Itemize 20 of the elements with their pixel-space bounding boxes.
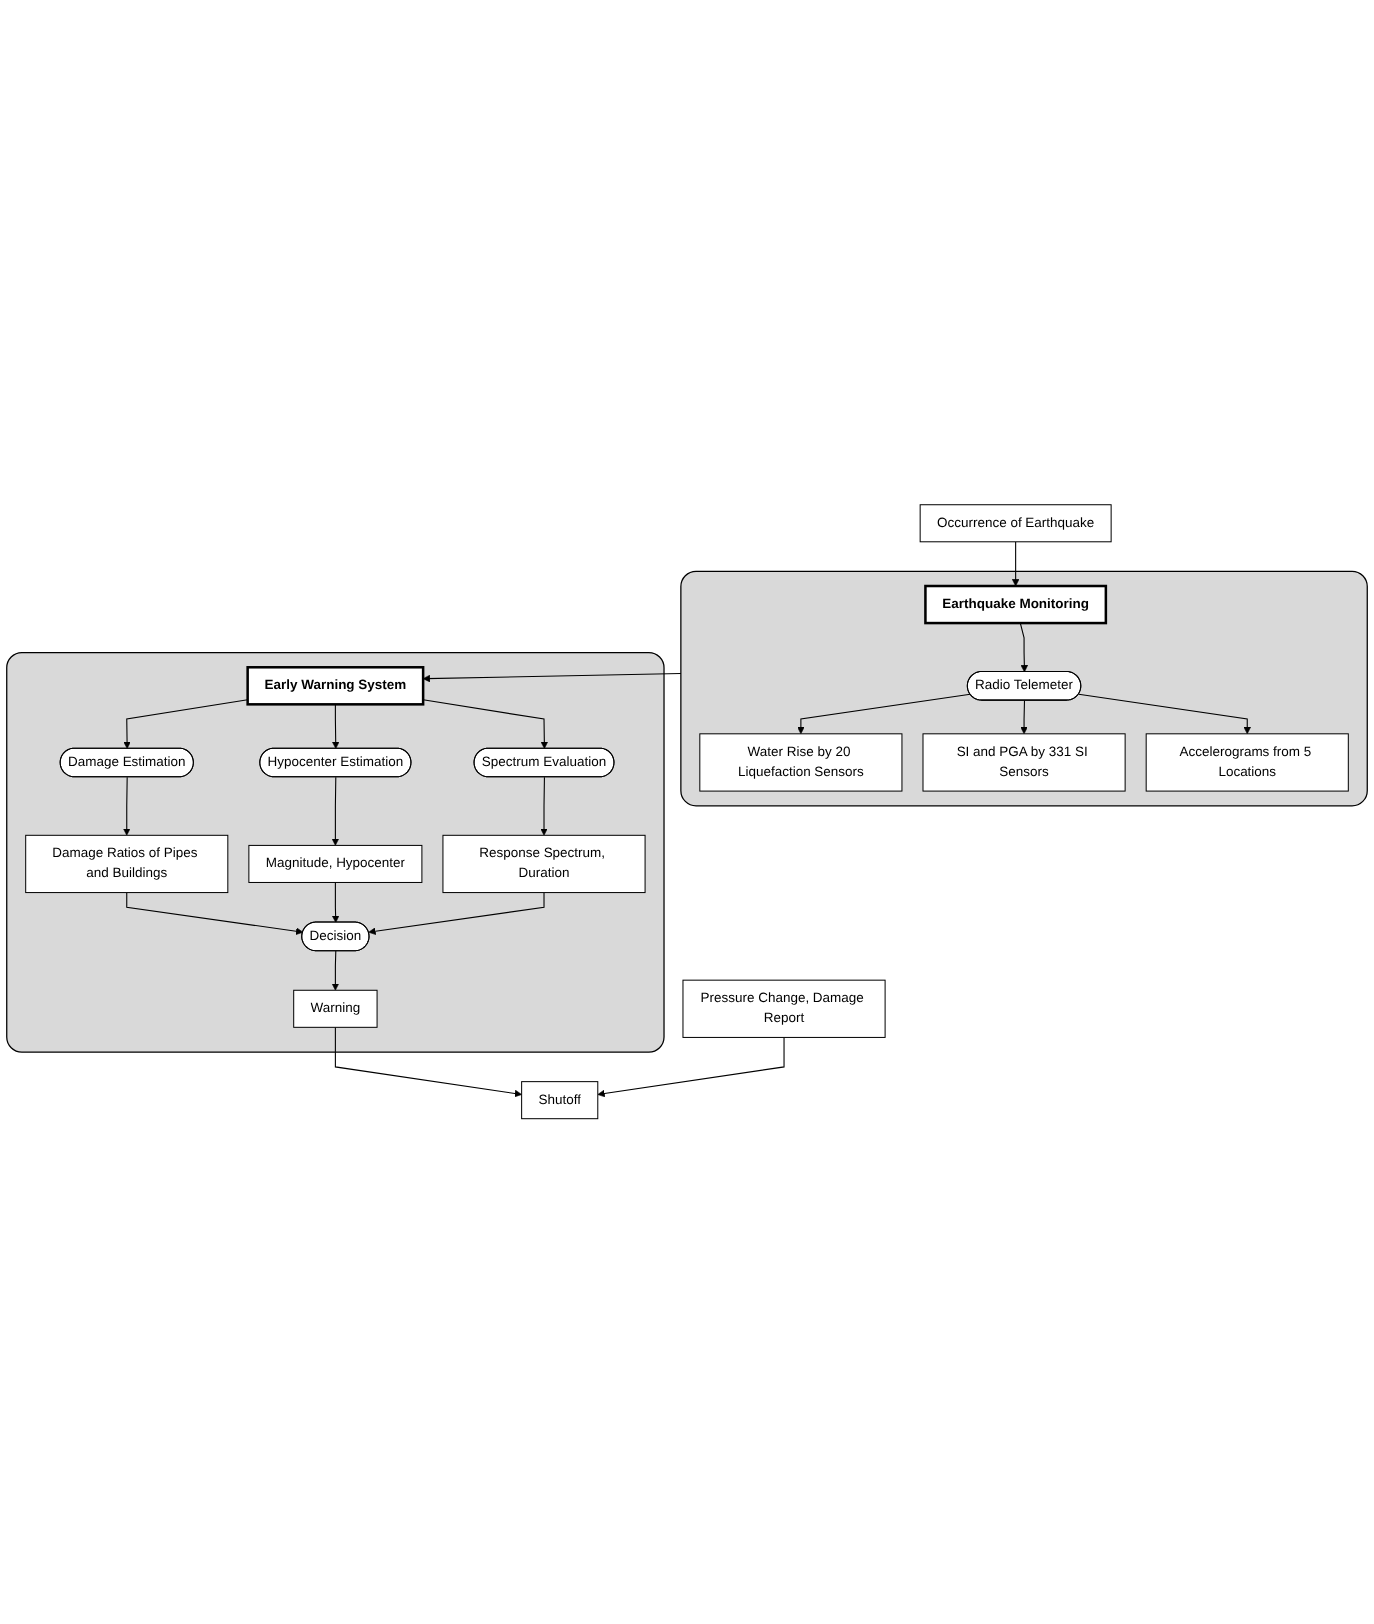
arrow: [1020, 700, 1028, 735]
arrow: [422, 673, 682, 683]
arrow: [540, 776, 548, 836]
arrow: [368, 892, 545, 936]
arrow: [331, 776, 340, 846]
arrow: [1011, 541, 1020, 587]
arrow: [123, 776, 131, 836]
arrow: [422, 699, 549, 750]
arrow: [331, 882, 340, 924]
arrow: [331, 950, 340, 991]
arrow: [597, 1037, 785, 1098]
cluster: [680, 570, 1368, 807]
arrow: [332, 704, 340, 750]
arrow: [1078, 694, 1251, 735]
arrow: [797, 694, 971, 735]
cluster: [6, 652, 665, 1054]
arrow: [123, 699, 249, 750]
arrow: [1019, 622, 1029, 673]
arrow: [126, 892, 304, 936]
arrow: [334, 1027, 522, 1098]
